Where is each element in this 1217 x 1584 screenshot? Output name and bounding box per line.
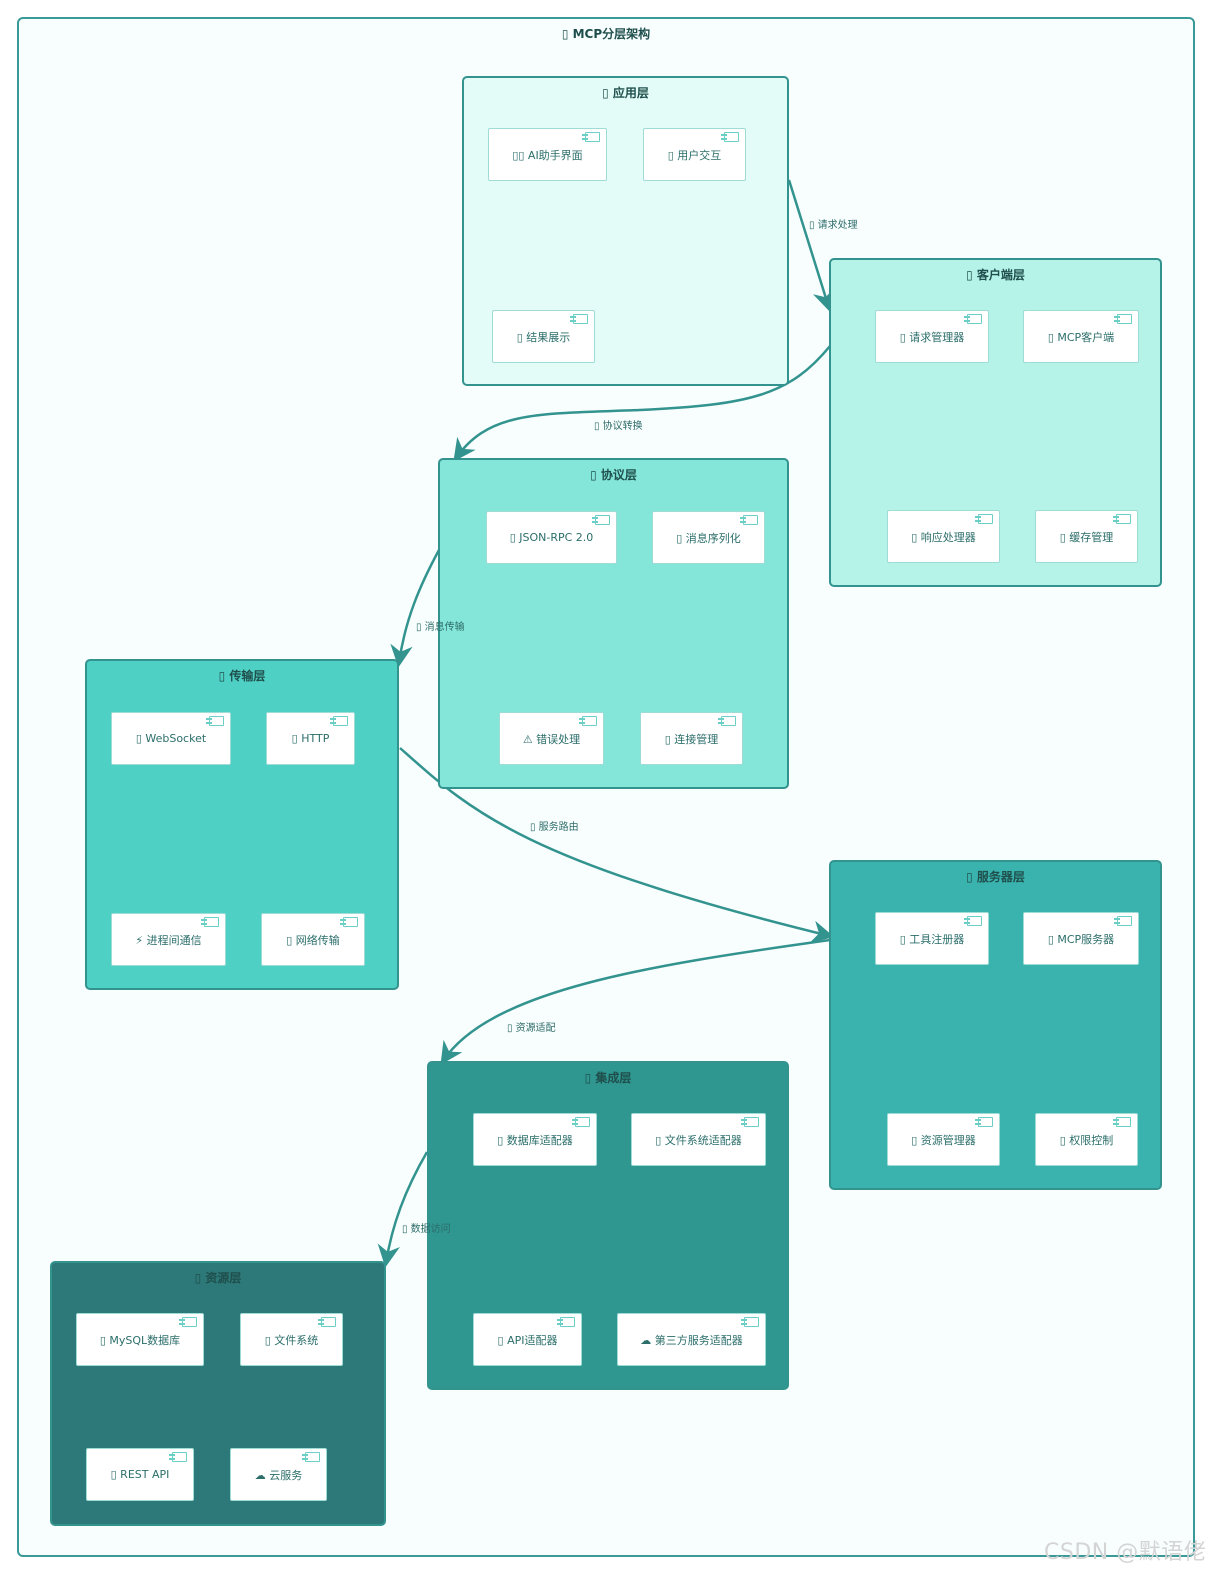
watermark: CSDN @默语佬 [1044,1540,1207,1565]
component-mysql: ▯ MySQL数据库 [76,1313,204,1366]
component-filesystem-adapter: ▯ 文件系统适配器 [631,1113,766,1166]
component-icon [721,132,739,142]
edge-label-data-access: ▯ 数据访问 [402,1224,451,1235]
edge-label-service-routing: ▯ 服务路由 [530,822,579,833]
component-rest-api: ▯ REST API [86,1448,194,1501]
component-database-adapter: ▯ 数据库适配器 [473,1113,597,1166]
component-icon [179,1317,197,1327]
layer-protocol: ▯ 协议层 ▯ JSON-RPC 2.0 ▯ 消息序列化 ⚠ 错误处理 ▯ 连接… [438,458,789,789]
component-icon [582,132,600,142]
diagram-title: ▯ MCP分层架构 [561,27,651,41]
component-mcp-client: ▯ MCP客户端 [1023,310,1139,363]
component-icon [169,1452,187,1462]
component-http: ▯ HTTP [266,712,355,765]
component-icon [340,917,358,927]
edge-label-message-transport: ▯ 消息传输 [416,622,465,633]
layer-title: ▯ 应用层 [602,86,649,100]
layer-title: ▯ 资源层 [194,1271,242,1285]
component-resource-manager: ▯ 资源管理器 [887,1113,1000,1166]
component-third-party-adapter: ☁ 第三方服务适配器 [617,1313,766,1366]
edge-label-request-handling: ▯ 请求处理 [809,220,858,231]
edge-label-protocol-conversion: ▯ 协议转换 [594,421,643,432]
layer-server: ▯ 服务器层 ▯ 工具注册器 ▯ MCP服务器 ▯ 资源管理器 ▯ 权限控制 [829,860,1162,1190]
component-icon [741,1117,759,1127]
component-json-rpc: ▯ JSON-RPC 2.0 [486,511,617,564]
component-network-transport: ▯ 网络传输 [261,913,365,966]
component-icon [318,1317,336,1327]
component-cache-manager: ▯ 缓存管理 [1035,510,1138,563]
component-icon [718,716,736,726]
component-icon [964,916,982,926]
component-icon [964,314,982,324]
layer-transport: ▯ 传输层 ▯ WebSocket ▯ HTTP ⚡ 进程间通信 ▯ 网络传输 [85,659,399,990]
component-ai-assistant-ui: ▯▯ AI助手界面 [488,128,607,181]
edge-label-resource-adaptation: ▯ 资源适配 [507,1023,556,1034]
layer-title: ▯ 传输层 [218,669,266,683]
component-filesystem: ▯ 文件系统 [240,1313,343,1366]
component-message-serialization: ▯ 消息序列化 [652,511,765,564]
component-icon [579,716,597,726]
component-icon [1114,314,1132,324]
component-cloud-service: ☁ 云服务 [230,1448,327,1501]
layer-title: ▯ 集成层 [584,1071,632,1085]
layer-title: ▯ 协议层 [590,468,637,482]
component-icon [741,1317,759,1327]
component-icon [1113,514,1131,524]
component-permission-control: ▯ 权限控制 [1035,1113,1138,1166]
component-icon [302,1452,320,1462]
component-connection-manager: ▯ 连接管理 [640,712,743,765]
layer-application: ▯ 应用层 ▯▯ AI助手界面 ▯ 用户交互 ▯ 结果展示 [462,76,789,386]
component-icon [570,314,588,324]
component-api-adapter: ▯ API适配器 [473,1313,582,1366]
layer-integration: ▯ 集成层 ▯ 数据库适配器 ▯ 文件系统适配器 ▯ API适配器 ☁ 第三方服… [427,1061,789,1390]
component-icon [740,515,758,525]
component-result-display: ▯ 结果展示 [492,310,595,363]
component-response-handler: ▯ 响应处理器 [887,510,1000,563]
component-icon [330,716,348,726]
layer-title: ▯ 客户端层 [966,268,1025,282]
component-websocket: ▯ WebSocket [111,712,231,765]
component-icon [201,917,219,927]
component-icon [572,1117,590,1127]
layer-resource: ▯ 资源层 ▯ MySQL数据库 ▯ 文件系统 ▯ REST API ☁ 云服务 [50,1261,386,1526]
layer-client: ▯ 客户端层 ▯ 请求管理器 ▯ MCP客户端 ▯ 响应处理器 ▯ 缓存管理 [829,258,1162,587]
component-mcp-server: ▯ MCP服务器 [1023,912,1139,965]
component-icon [206,716,224,726]
component-error-handling: ⚠ 错误处理 [499,712,604,765]
component-ipc: ⚡ 进程间通信 [111,913,226,966]
component-tool-registry: ▯ 工具注册器 [875,912,989,965]
component-user-interaction: ▯ 用户交互 [643,128,746,181]
component-icon [1113,1117,1131,1127]
component-icon [975,514,993,524]
component-icon [592,515,610,525]
component-icon [557,1317,575,1327]
component-icon [1114,916,1132,926]
component-icon [975,1117,993,1127]
component-request-manager: ▯ 请求管理器 [875,310,989,363]
layer-title: ▯ 服务器层 [966,870,1025,884]
